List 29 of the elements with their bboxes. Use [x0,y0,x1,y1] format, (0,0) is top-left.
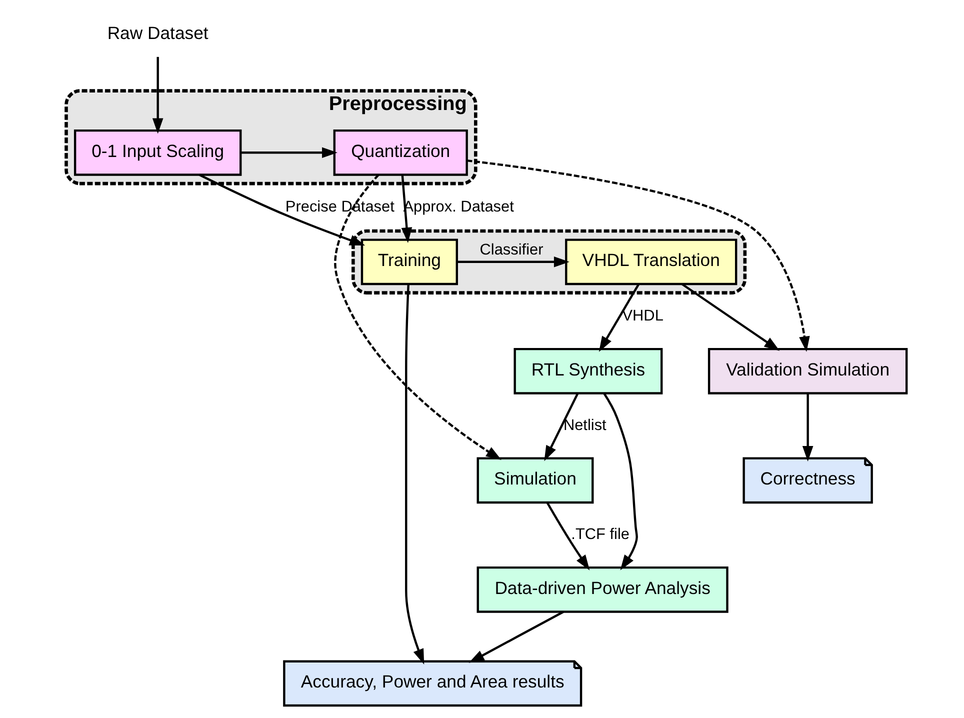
arrow [603,392,638,570]
edge-label: Precise Dataset [285,198,394,216]
arrow [334,174,502,460]
arrow [544,392,579,462]
node-box: Simulation [476,457,594,504]
node-box: Validation Simulation [708,348,908,394]
node-box: Quantization [333,129,468,176]
arrow [198,174,366,246]
node-text: Raw Dataset [107,22,208,43]
arrow [681,283,780,351]
arrow [802,393,814,462]
arrow [152,56,164,134]
arrow [456,256,570,268]
arrow [405,284,424,664]
node-box: 0-1 Input Scaling [74,129,242,176]
arrow [466,159,810,352]
node-box: Data-driven Power Analysis [476,566,728,613]
node-box: Training [360,238,458,286]
arrow [468,610,564,663]
edge-label: VHDL [622,308,664,325]
edge-label: Netlist [563,416,606,434]
edge-label: Classifier [480,241,544,258]
node-box: RTL Synthesis [514,348,663,394]
arrow [240,147,338,158]
cluster [352,229,747,294]
edge-label: .TCF file [571,526,630,544]
arrow [546,502,590,570]
node-box: VHDL Translation [565,238,738,286]
arrow [598,284,640,352]
